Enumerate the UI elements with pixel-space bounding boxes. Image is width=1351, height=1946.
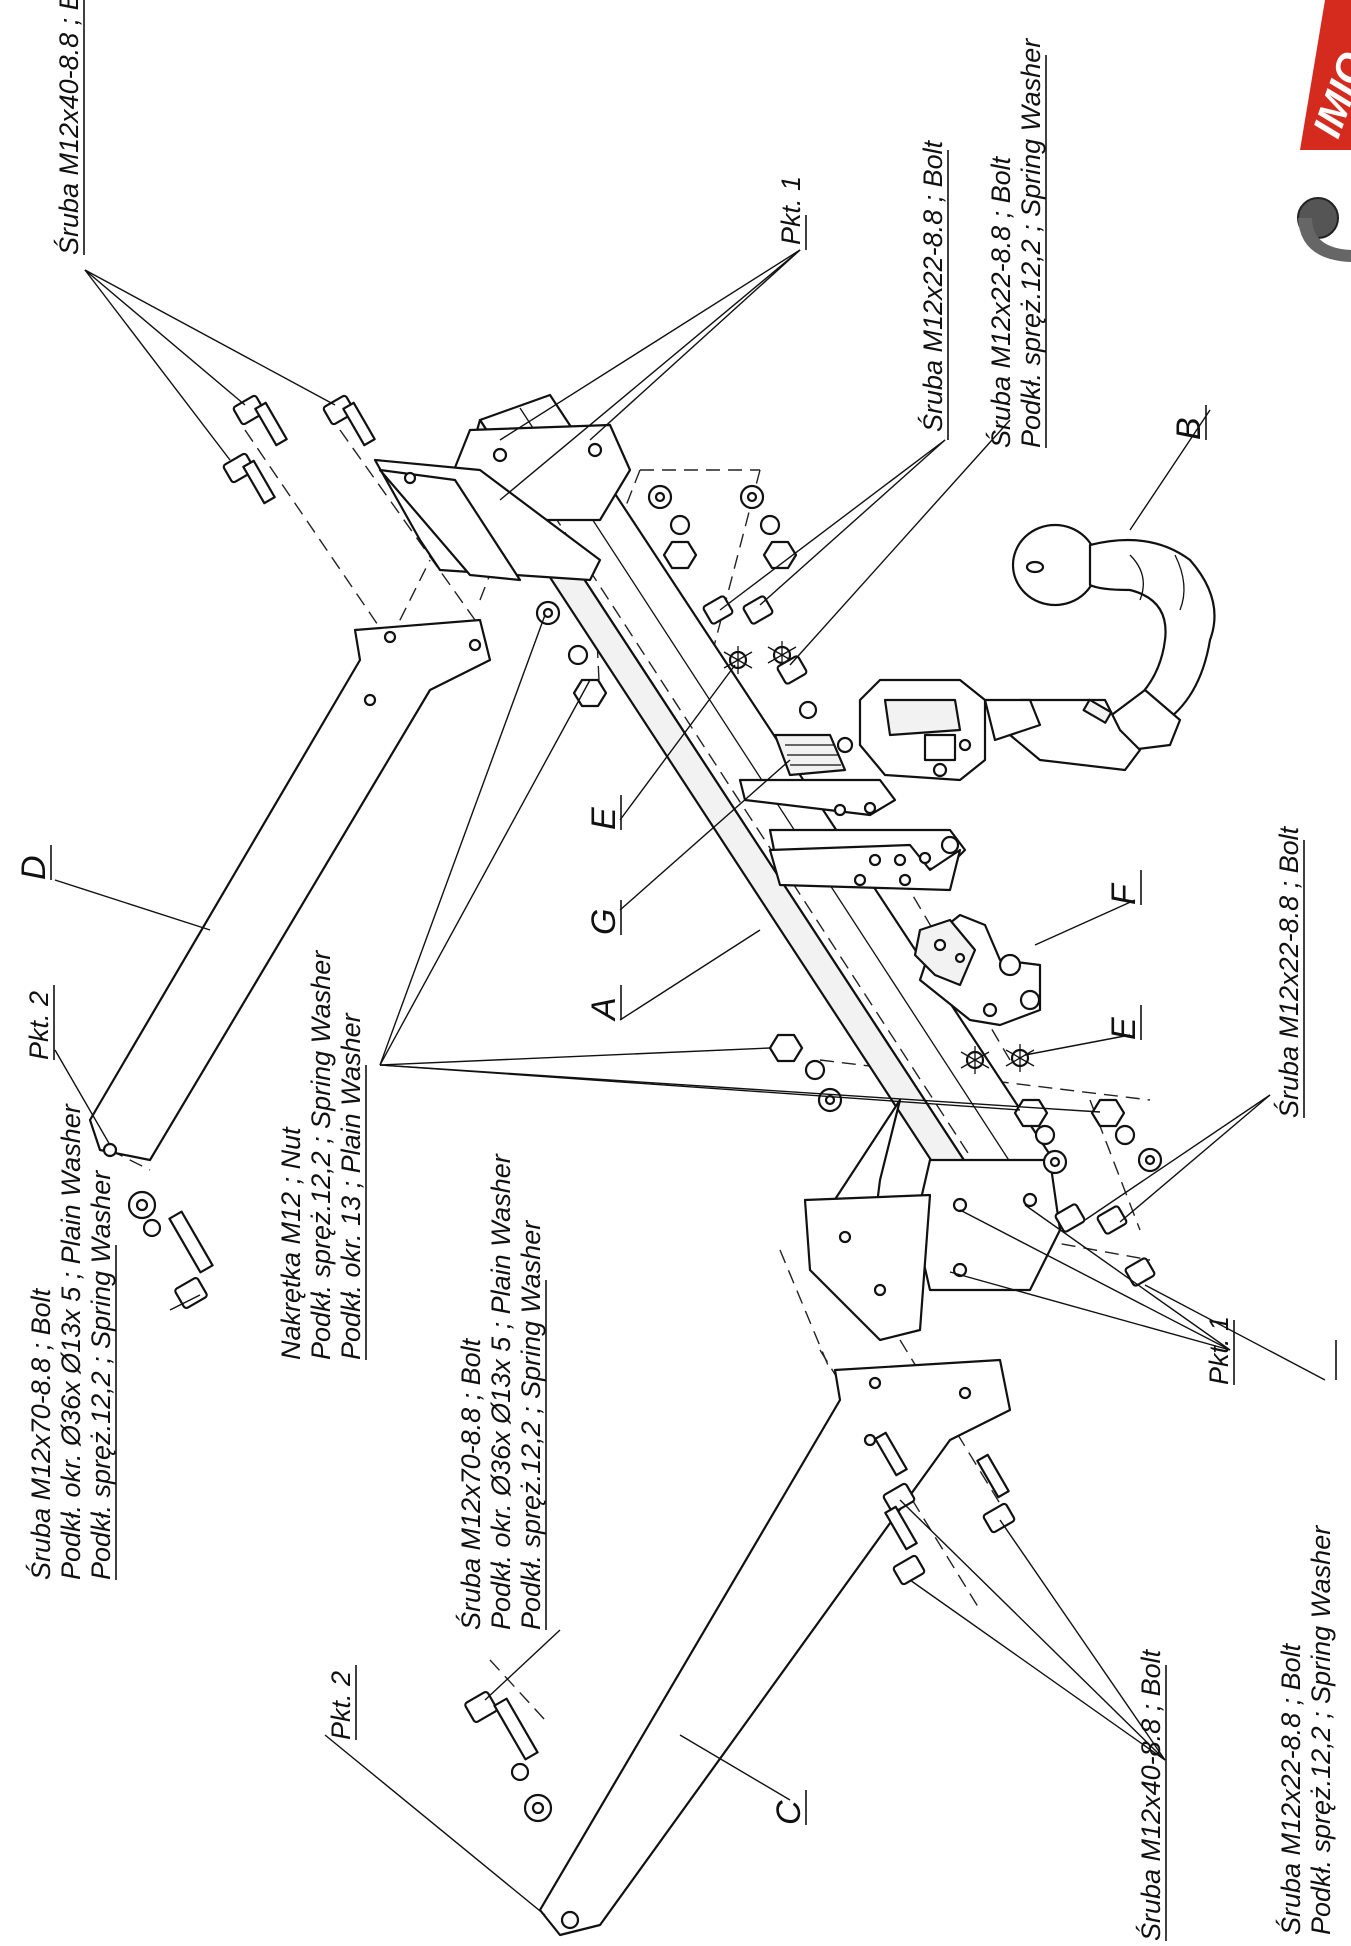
label-m70-a-line3: Podkł. spręż.12,2 ; Spring Washer	[86, 1170, 116, 1580]
lower-side-bracket	[803, 1098, 932, 1342]
star-washers-E-top	[723, 641, 797, 674]
leader-lines	[54, 249, 1326, 1916]
fasteners-arm-D	[127, 1190, 214, 1310]
label-bolt-m12x40-top: Śruba M12x40-8.8 ; Bolt	[52, 0, 84, 255]
label-pkt2-top: Pkt. 2	[24, 991, 54, 1060]
label-m70-b-line1: Śruba M12x70-8.8 ; Bolt	[454, 1337, 486, 1630]
label-m70-a-line2: Podkł. okr. Ø36x Ø13x 5 ; Plain Washer	[56, 1103, 86, 1580]
label-pkt2-bottom: Pkt. 2	[326, 1671, 356, 1740]
label-nut-line1: Nakrętka M12 ; Nut	[276, 1126, 306, 1360]
label-nut-line3: Podkł. okr. 13 ; Plain Washer	[336, 1012, 366, 1360]
upper-side-bracket	[373, 458, 602, 582]
center-mounting-plates	[738, 778, 967, 892]
label-bolt-m12x22-sw-line2: Podkł. spręż.12,2 ; Spring Washer	[1016, 38, 1046, 448]
side-arm-D	[88, 618, 492, 1162]
imio-logo: IMIO	[1297, 0, 1351, 262]
receiver-box	[858, 678, 1042, 782]
tow-ball-neck-B	[1008, 523, 1216, 772]
label-bolt-m12x22-sw-line1: Śruba M12x22-8.8 ; Bolt	[984, 155, 1016, 448]
star-washers-E-bottom	[960, 1044, 1035, 1074]
label-part-D: D	[15, 855, 53, 880]
label-pkt1-top: Pkt. 1	[776, 176, 806, 245]
socket-plate-F	[913, 913, 1042, 1027]
label-part-C: C	[770, 1800, 808, 1825]
label-part-G: G	[585, 909, 623, 935]
socket-connector-G	[773, 733, 854, 777]
fasteners-arm-C	[464, 1431, 1016, 1823]
label-m70-b-line2: Podkł. okr. Ø36x Ø13x 5 ; Plain Washer	[486, 1153, 516, 1630]
label-nut-line2: Podkł. spręż.12,2 ; Spring Washer	[306, 950, 336, 1360]
label-part-E-top: E	[585, 807, 623, 830]
label-m70-a-line1: Śruba M12x70-8.8 ; Bolt	[24, 1287, 56, 1580]
side-arm-C	[538, 1358, 1012, 1937]
label-bolt-m12x40-bottom: Śruba M12x40-8.8 ; Bolt	[1134, 1648, 1166, 1941]
fasteners-top	[222, 394, 818, 720]
label-part-B: B	[1170, 417, 1208, 440]
label-bolt-m12x22-top: Śruba M12x22-8.8 ; Bolt	[916, 139, 948, 432]
label-bolt-m12x22-right: Śruba M12x22-8.8 ; Bolt	[1272, 825, 1304, 1118]
callout-labels: Śruba M12x40-8.8 ; Bolt Pkt. 1 Śruba M12…	[15, 0, 1337, 1941]
label-part-F: F	[1105, 882, 1143, 905]
label-m70-b-line3: Podkł. spręż.12,2 ; Spring Washer	[516, 1220, 546, 1630]
label-bolt-bottom-line1: Śruba M12x22-8.8 ; Bolt	[1274, 1642, 1306, 1935]
label-pkt1-bottom: Pkt. 1	[1204, 1316, 1234, 1385]
label-part-A: A	[585, 997, 623, 1022]
label-part-E-mid: E	[1105, 1017, 1143, 1040]
label-bolt-bottom-line2: Podkł. spręż.12,2 ; Spring Washer	[1306, 1525, 1336, 1935]
